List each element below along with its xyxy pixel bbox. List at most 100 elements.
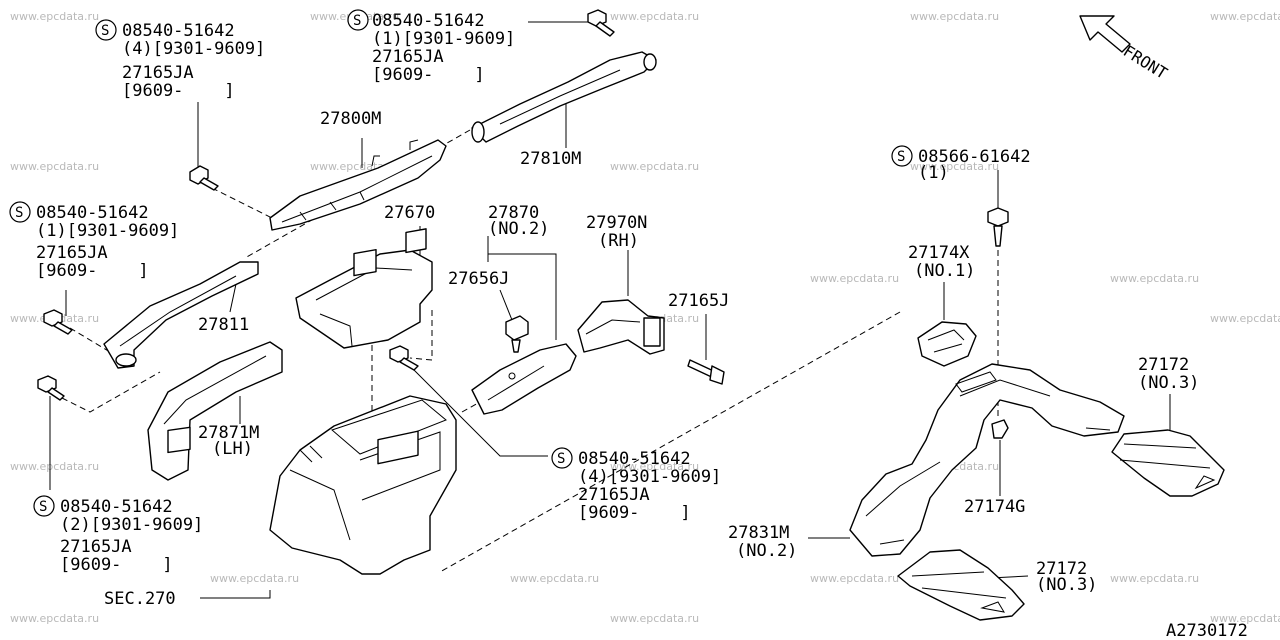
label-27165J: 27165J (668, 291, 729, 311)
alt-part-number: 27165JA (372, 47, 444, 67)
leader-lines (49, 21, 1171, 599)
watermark: www.epcdata.ru (610, 612, 699, 625)
label-27670: 27670 (384, 203, 435, 223)
duct-27172-right (1111, 429, 1225, 497)
duct-27831M (849, 363, 1125, 557)
duct-27870 (471, 343, 577, 415)
bolt-icon (189, 165, 219, 191)
bolt-icon (987, 207, 1009, 247)
alt-part-number: 27165JA (578, 485, 650, 505)
s-symbol-icon: S (95, 19, 117, 41)
alt-range: [9609- ] (60, 555, 173, 575)
duct-27811 (103, 261, 259, 369)
bolt-icon (389, 345, 419, 371)
part-number: 08540-51642 (122, 21, 235, 41)
duct-27970N (577, 299, 665, 355)
watermark: www.epcdata.ru (1110, 572, 1199, 585)
watermark: www.epcdata.ru (610, 460, 699, 473)
callout-bolt-a: 08540-51642 (4)[9301-9609] 27165JA [9609… (122, 21, 265, 101)
duct-27174X (917, 321, 977, 367)
watermark: www.epcdata.ru (910, 160, 999, 173)
label-27831M: 27831M (728, 523, 789, 543)
front-arrow-icon: FRONT (1079, 15, 1171, 83)
svg-text:S: S (39, 499, 47, 515)
label-27871M-side: (LH) (212, 439, 253, 459)
screw-icon (687, 359, 725, 385)
bolt-icon (43, 309, 73, 335)
label-27831M-no: (NO.2) (736, 541, 797, 561)
label-27810M: 27810M (520, 149, 581, 169)
label-27811: 27811 (198, 315, 249, 335)
watermark: www.epcdata.ru (1210, 612, 1280, 625)
quantity: (1) (918, 163, 949, 183)
alt-part-number: 27165JA (122, 63, 194, 83)
label-27172-bottom-no: (NO.3) (1036, 575, 1097, 595)
alt-range: [9609- ] (36, 261, 149, 281)
watermark: www.epcdata.ru (10, 160, 99, 173)
callout-bolt-c: 08540-51642 (1)[9301-9609] 27165JA [9609… (36, 203, 179, 281)
alt-range: [9609- ] (578, 503, 691, 523)
watermark: www.epcdata.ru (610, 10, 699, 23)
part-number: 08540-51642 (60, 497, 173, 517)
part-number: 08540-51642 (578, 449, 691, 469)
callout-bolt-d: 08540-51642 (2)[9301-9609] 27165JA [9609… (60, 497, 203, 575)
quantity-range: (4)[9301-9609] (122, 39, 265, 59)
duct-27810M (471, 51, 657, 143)
watermark: www.epcdata.ru (1110, 272, 1199, 285)
label-27800M: 27800M (320, 109, 381, 129)
part-number: 08540-51642 (36, 203, 149, 223)
label-sec270: SEC.270 (104, 589, 176, 609)
label-27870-no: (NO.2) (488, 219, 549, 239)
alt-part-number: 27165JA (60, 537, 132, 557)
quantity-range: (4)[9301-9609] (578, 467, 721, 487)
diagram-code: A2730172 (1166, 621, 1248, 640)
svg-text:S: S (557, 451, 565, 467)
svg-text:S: S (897, 149, 905, 165)
label-27172-bottom: 27172 (1036, 559, 1087, 579)
s-symbol-icon: S (33, 495, 55, 517)
duct-27172-bottom (897, 549, 1025, 621)
watermark: www.epcdata.ru (1210, 10, 1280, 23)
bolt-icon (37, 375, 65, 401)
watermark: www.epcdata.ru (1210, 312, 1280, 325)
duct-27800M (269, 139, 447, 231)
svg-text:S: S (15, 205, 23, 221)
assembly-lines (61, 129, 999, 573)
part-number: 08566-61642 (918, 147, 1031, 167)
watermark: www.epcdata.ru (510, 572, 599, 585)
housing-27670 (295, 228, 433, 349)
s-symbol-icon: S (551, 447, 573, 469)
clip-icon (505, 315, 529, 353)
label-27970N: 27970N (586, 213, 647, 233)
parts (103, 51, 1225, 621)
bolt-icon (587, 9, 615, 37)
s-symbol-icon: S (9, 201, 31, 223)
s-symbol-icon: S (891, 145, 913, 167)
duct-27871M (147, 341, 283, 481)
label-27174G: 27174G (964, 497, 1025, 517)
quantity-range: (2)[9301-9609] (60, 515, 203, 535)
watermark: www.epcdata.ru (210, 572, 299, 585)
alt-range: [9609- ] (122, 81, 235, 101)
watermark: www.epcdata.ru (10, 460, 99, 473)
watermark: www.epcdata.ru (810, 572, 899, 585)
callout-bolt-e: 08540-51642 (4)[9301-9609] 27165JA [9609… (578, 449, 721, 523)
alt-range: [9609- ] (372, 65, 485, 85)
svg-text:S: S (353, 13, 361, 29)
s-symbol-icon: S (347, 9, 369, 31)
label-27970N-side: (RH) (598, 231, 639, 251)
watermark: www.epcdata.ru (910, 10, 999, 23)
standard-part-symbols: S S S S S S (9, 9, 913, 517)
clip-icon (991, 419, 1009, 439)
part-number: 08540-51642 (372, 11, 485, 31)
quantity-range: (1)[9301-9609] (372, 29, 515, 49)
svg-text:S: S (101, 23, 109, 39)
watermark: www.epcdata.ru (10, 10, 99, 23)
label-27174X-no: (NO.1) (914, 261, 975, 281)
label-27174X: 27174X (908, 243, 970, 263)
callout-bolt-b: 08540-51642 (1)[9301-9609] 27165JA [9609… (372, 11, 515, 85)
front-label: FRONT (1120, 41, 1171, 83)
alt-part-number: 27165JA (36, 243, 108, 263)
watermark: www.epcdata.ru (810, 272, 899, 285)
